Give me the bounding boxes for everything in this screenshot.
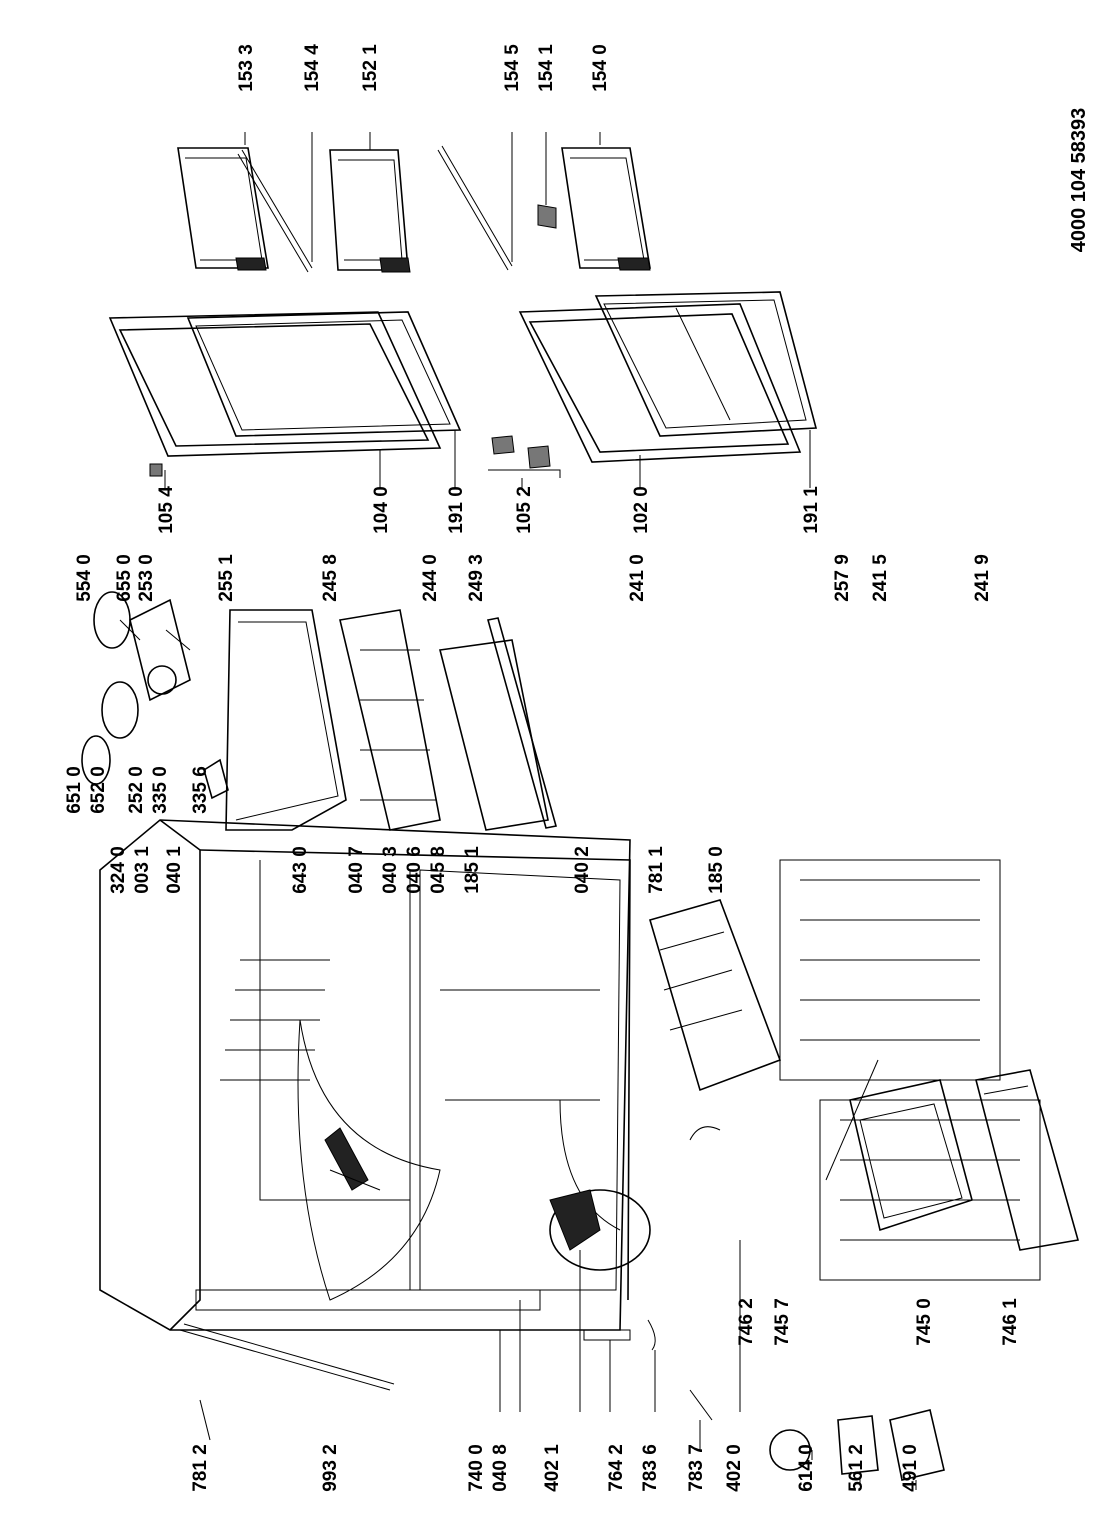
part-label-3350: 335 0	[150, 766, 171, 814]
part-label-5540: 554 0	[74, 554, 95, 602]
part-label-2415: 241 5	[870, 554, 891, 602]
part-label-4020: 402 0	[724, 1444, 745, 1492]
part-label-9932: 993 2	[320, 1444, 341, 1492]
part-label-1850: 185 0	[706, 846, 727, 894]
electrical-parts-drawing	[769, 1409, 945, 1481]
part-label-1851: 185 1	[462, 846, 483, 894]
leader-lines	[164, 132, 917, 1490]
part-label-6520: 652 0	[88, 766, 109, 814]
part-label-0401: 040 1	[164, 846, 185, 894]
part-label-2458: 245 8	[320, 554, 341, 602]
part-label-3240: 324 0	[108, 846, 129, 894]
part-label-7811: 781 1	[646, 846, 667, 894]
part-label-5612: 561 2	[846, 1444, 867, 1492]
part-label-0031: 003 1	[132, 846, 153, 894]
part-label-2551: 255 1	[216, 554, 237, 602]
wire-shelf-drawing	[779, 859, 1041, 1281]
part-label-1521: 152 1	[360, 44, 381, 92]
part-label-7461: 746 1	[1000, 1298, 1021, 1346]
part-label-6550: 655 0	[114, 554, 135, 602]
part-label-1054: 105 4	[156, 486, 177, 534]
part-label-2419: 241 9	[972, 554, 993, 602]
part-label-1541: 154 1	[536, 44, 557, 92]
drawer-drawing	[649, 899, 1080, 1251]
part-label-2579: 257 9	[832, 554, 853, 602]
compressor-drawing	[549, 1126, 721, 1421]
part-label-7457: 745 7	[772, 1298, 793, 1346]
door-drawing	[108, 291, 818, 478]
part-label-6510: 651 0	[64, 766, 85, 814]
part-label-4021: 402 1	[542, 1444, 563, 1492]
part-label-0403: 040 3	[380, 846, 401, 894]
part-label-2440: 244 0	[420, 554, 441, 602]
part-labels: 153 3 154 4 152 1 154 5 154 1 154 0 105 …	[64, 44, 1021, 1492]
part-label-1911: 191 1	[801, 486, 822, 534]
part-label-2530: 253 0	[136, 554, 157, 602]
cabinet-drawing	[99, 819, 631, 1391]
part-label-0406: 040 6	[404, 846, 425, 894]
part-label-1020: 102 0	[631, 486, 652, 534]
part-label-2410: 241 0	[627, 554, 648, 602]
part-label-7836: 783 6	[640, 1444, 661, 1492]
part-label-0458: 045 8	[428, 846, 449, 894]
part-label-1040: 104 0	[371, 486, 392, 534]
part-label-7812: 781 2	[190, 1444, 211, 1492]
part-label-7450: 745 0	[914, 1298, 935, 1346]
part-label-7837: 783 7	[686, 1444, 707, 1492]
part-label-0407: 040 7	[346, 846, 367, 894]
part-label-6430: 643 0	[290, 846, 311, 894]
part-label-0402: 040 2	[572, 846, 593, 894]
part-label-0408: 040 8	[490, 1444, 511, 1492]
part-label-7400: 740 0	[466, 1444, 487, 1492]
control-parts-drawing	[81, 591, 229, 800]
part-label-6140: 614 0	[796, 1444, 817, 1492]
part-label-3356: 335 6	[190, 766, 211, 814]
part-label-1052: 105 2	[514, 486, 535, 534]
part-label-2520: 252 0	[126, 766, 147, 814]
door-bin-drawing	[177, 145, 651, 273]
part-drawings	[81, 145, 1080, 1481]
shelf-drawing	[225, 609, 558, 831]
part-label-1533: 153 3	[236, 44, 257, 92]
part-label-7642: 764 2	[606, 1444, 627, 1492]
part-label-1545: 154 5	[502, 44, 523, 92]
part-label-1910: 191 0	[446, 486, 467, 534]
part-label-2493: 249 3	[466, 554, 487, 602]
part-label-4910: 491 0	[900, 1444, 921, 1492]
part-label-1544: 154 4	[302, 44, 323, 92]
part-label-7462: 746 2	[736, 1298, 757, 1346]
document-number: 4000 104 58393	[1068, 108, 1090, 253]
part-label-1540: 154 0	[590, 44, 611, 92]
